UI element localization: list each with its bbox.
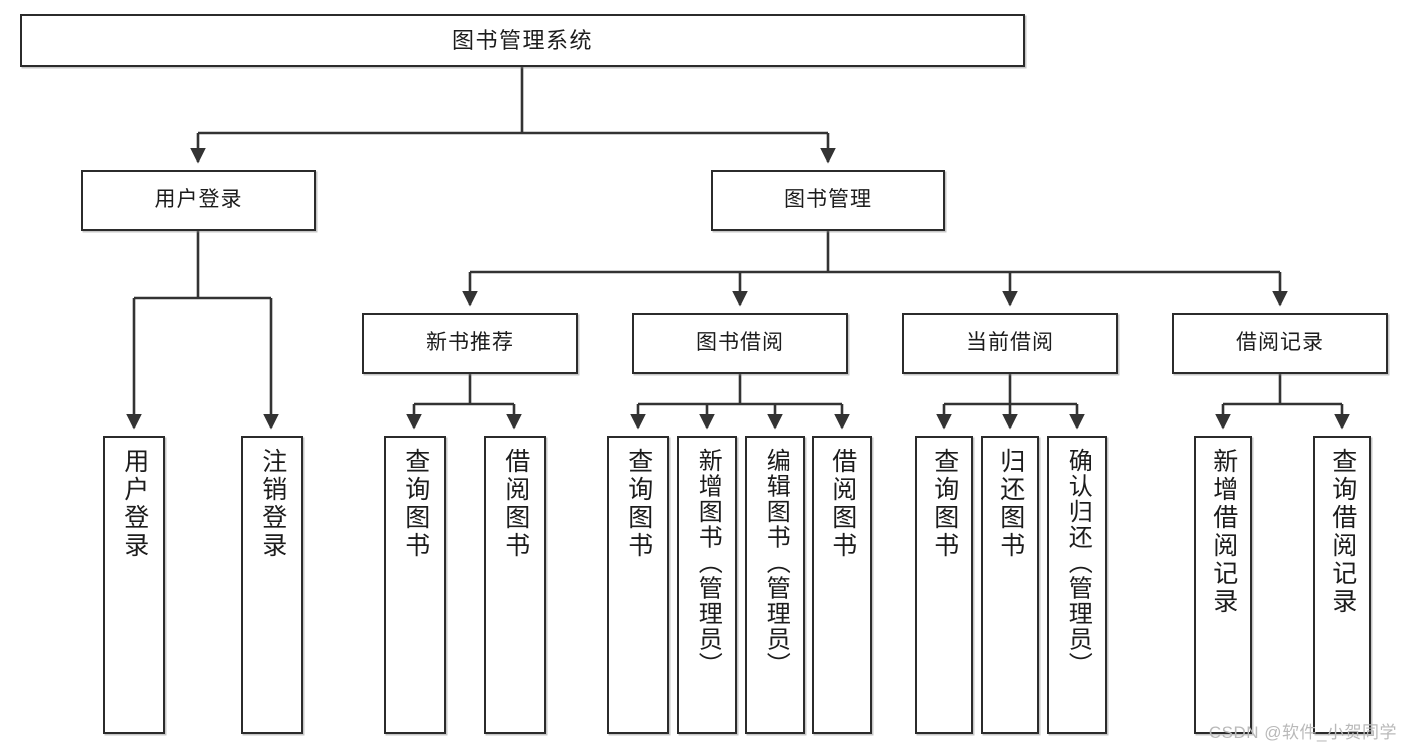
node-book-management[interactable]: 图书管理 <box>711 170 945 231</box>
node-leaf-query-book-2[interactable]: 查询图书 <box>607 436 669 734</box>
node-label: 注销登录 <box>258 448 287 560</box>
node-label: 确认归还（管理员） <box>1064 448 1092 678</box>
node-label: 查询图书 <box>930 448 959 560</box>
node-leaf-add-book[interactable]: 新增图书（管理员） <box>677 436 737 734</box>
node-label: 查询借阅记录 <box>1328 448 1357 616</box>
node-label: 图书借阅 <box>696 331 784 355</box>
node-label: 用户登录 <box>154 188 243 212</box>
node-new-book-recommend[interactable]: 新书推荐 <box>362 313 578 374</box>
node-leaf-edit-book[interactable]: 编辑图书（管理员） <box>745 436 805 734</box>
node-label: 借阅图书 <box>828 448 857 560</box>
node-borrow-record[interactable]: 借阅记录 <box>1172 313 1388 374</box>
node-leaf-confirm-return[interactable]: 确认归还（管理员） <box>1047 436 1107 734</box>
node-leaf-return-book[interactable]: 归还图书 <box>981 436 1039 734</box>
node-root-book-management-system[interactable]: 图书管理系统 <box>20 14 1025 67</box>
node-label: 新书推荐 <box>426 331 514 355</box>
node-label: 新增借阅记录 <box>1209 448 1238 616</box>
node-label: 归还图书 <box>996 448 1025 560</box>
node-leaf-query-book-1[interactable]: 查询图书 <box>384 436 446 734</box>
node-user-login[interactable]: 用户登录 <box>81 170 316 231</box>
node-current-borrow[interactable]: 当前借阅 <box>902 313 1118 374</box>
node-book-borrow[interactable]: 图书借阅 <box>632 313 848 374</box>
node-label: 查询图书 <box>401 448 430 560</box>
node-label: 编辑图书（管理员） <box>762 448 790 678</box>
node-leaf-borrow-book-2[interactable]: 借阅图书 <box>812 436 872 734</box>
node-leaf-borrow-book-1[interactable]: 借阅图书 <box>484 436 546 734</box>
node-label: 新增图书（管理员） <box>694 448 722 678</box>
node-label: 图书管理系统 <box>451 27 593 53</box>
node-label: 用户登录 <box>120 448 149 560</box>
node-label: 图书管理 <box>784 188 872 212</box>
node-label: 借阅记录 <box>1236 331 1324 355</box>
node-leaf-add-record[interactable]: 新增借阅记录 <box>1194 436 1252 734</box>
node-leaf-user-login[interactable]: 用户登录 <box>103 436 165 734</box>
node-leaf-query-book-3[interactable]: 查询图书 <box>915 436 973 734</box>
node-leaf-user-logout[interactable]: 注销登录 <box>241 436 303 734</box>
node-leaf-query-record[interactable]: 查询借阅记录 <box>1313 436 1371 734</box>
node-label: 查询图书 <box>624 448 653 560</box>
node-label: 当前借阅 <box>966 331 1054 355</box>
node-label: 借阅图书 <box>501 448 530 560</box>
